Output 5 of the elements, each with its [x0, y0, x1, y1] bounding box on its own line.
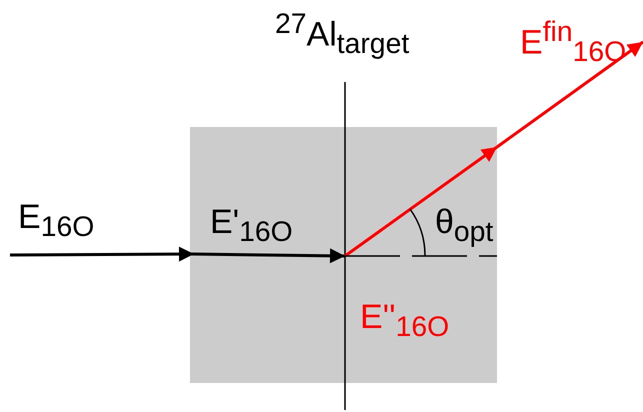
angle-label: θ$_{opt}$: [435, 205, 494, 246]
energy-label: E''$_{16O}$: [360, 300, 450, 342]
energy-label: E'$_{16O}$: [210, 205, 293, 246]
target-label: $^{27}$Al$_{target}$: [275, 10, 410, 58]
incident-energy-label: E$_{16O}$: [18, 200, 94, 242]
